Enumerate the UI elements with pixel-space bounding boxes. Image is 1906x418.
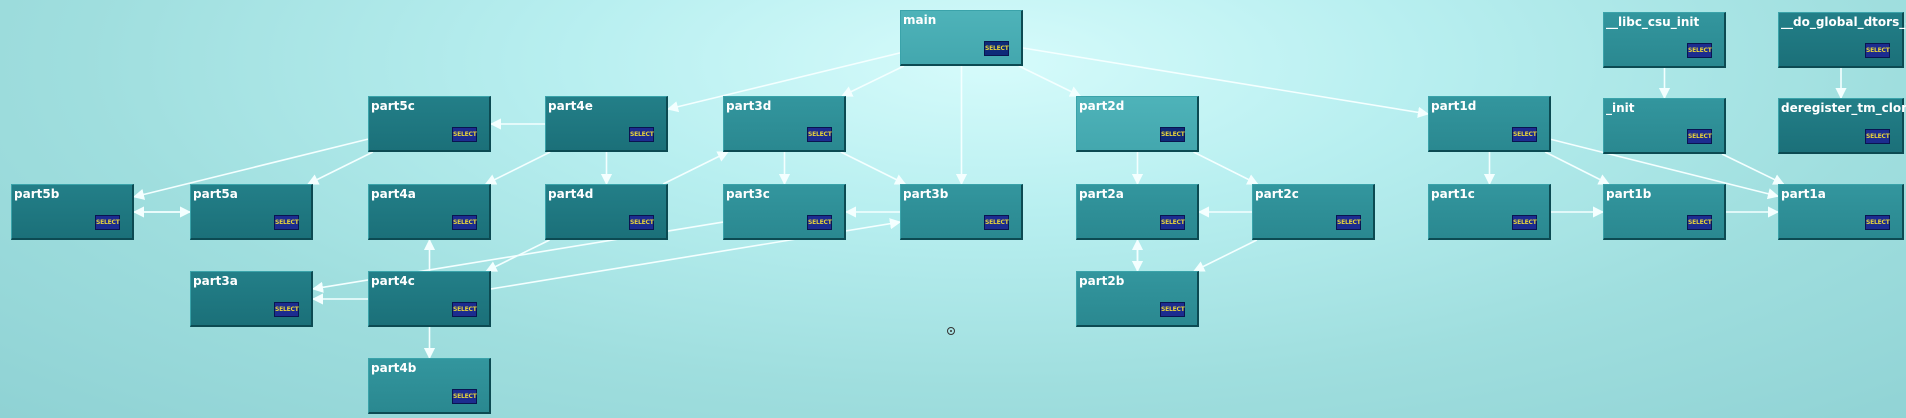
mouse-cursor-icon: [947, 327, 955, 335]
select-button[interactable]: SELECT: [629, 215, 654, 230]
node-label: deregister_tm_clones: [1781, 101, 1906, 115]
node-label: part4d: [548, 187, 594, 201]
node-label: part2d: [1079, 99, 1125, 113]
edge-part2d-to-part2c: [1193, 151, 1259, 185]
select-button[interactable]: SELECT: [984, 215, 1009, 230]
edge-main-to-part3d: [841, 65, 905, 97]
node-label: part5a: [193, 187, 238, 201]
node-label: part4b: [371, 361, 417, 375]
node-label: __do_global_dtors_aux: [1781, 15, 1906, 29]
node-label: part4a: [371, 187, 416, 201]
node-label: part1d: [1431, 99, 1477, 113]
select-button[interactable]: SELECT: [629, 127, 654, 142]
node-label: part2a: [1079, 187, 1124, 201]
select-button[interactable]: SELECT: [1865, 215, 1890, 230]
node-label: part2c: [1255, 187, 1299, 201]
node-label: part3c: [726, 187, 770, 201]
node-label: part5b: [14, 187, 60, 201]
select-button[interactable]: SELECT: [1687, 215, 1712, 230]
edge-part4e-to-part4a: [484, 151, 551, 185]
select-button[interactable]: SELECT: [452, 215, 477, 230]
select-button[interactable]: SELECT: [1687, 43, 1712, 58]
node-label: part1c: [1431, 187, 1475, 201]
edge-part1d-to-part1b: [1544, 151, 1610, 185]
select-button[interactable]: SELECT: [807, 215, 832, 230]
edge-part2c-to-part2b: [1193, 239, 1258, 272]
node-label: __libc_csu_init: [1606, 15, 1700, 29]
node-deregister-tm-clones[interactable]: deregister_tm_clonesSELECT: [1778, 98, 1906, 154]
select-button[interactable]: SELECT: [1160, 215, 1185, 230]
select-button[interactable]: SELECT: [1512, 127, 1537, 142]
edge-part4d-to-part4c: [485, 239, 550, 272]
select-button[interactable]: SELECT: [1687, 129, 1712, 144]
node-label: _init: [1606, 101, 1635, 115]
select-button[interactable]: SELECT: [1160, 302, 1185, 317]
node-label: part4e: [548, 99, 593, 113]
select-button[interactable]: SELECT: [984, 41, 1009, 56]
edge-_init-to-part1a: [1721, 153, 1785, 185]
select-button[interactable]: SELECT: [807, 127, 832, 142]
node-label: part1a: [1781, 187, 1826, 201]
edge-part4d-to-part3d: [662, 151, 729, 185]
select-button[interactable]: SELECT: [1865, 129, 1890, 144]
node-label: part3d: [726, 99, 772, 113]
select-button[interactable]: SELECT: [1160, 127, 1185, 142]
node-label: part5c: [371, 99, 415, 113]
select-button[interactable]: SELECT: [1865, 43, 1890, 58]
select-button[interactable]: SELECT: [1512, 215, 1537, 230]
node-do-global-dtors-aux[interactable]: __do_global_dtors_auxSELECT: [1778, 12, 1906, 68]
node-label: part3a: [193, 274, 238, 288]
select-button[interactable]: SELECT: [452, 302, 477, 317]
select-button[interactable]: SELECT: [274, 302, 299, 317]
select-button[interactable]: SELECT: [95, 215, 120, 230]
node-label: part3b: [903, 187, 949, 201]
select-button[interactable]: SELECT: [452, 389, 477, 404]
select-button[interactable]: SELECT: [452, 127, 477, 142]
select-button[interactable]: SELECT: [274, 215, 299, 230]
node-label: part4c: [371, 274, 415, 288]
select-button[interactable]: SELECT: [1336, 215, 1361, 230]
node-label: part2b: [1079, 274, 1125, 288]
node-label: part1b: [1606, 187, 1652, 201]
edge-main-to-part2d: [1018, 65, 1082, 97]
node-label: main: [903, 13, 937, 27]
edge-part3d-to-part3b: [840, 151, 907, 185]
edge-part5c-to-part5a: [307, 151, 374, 185]
